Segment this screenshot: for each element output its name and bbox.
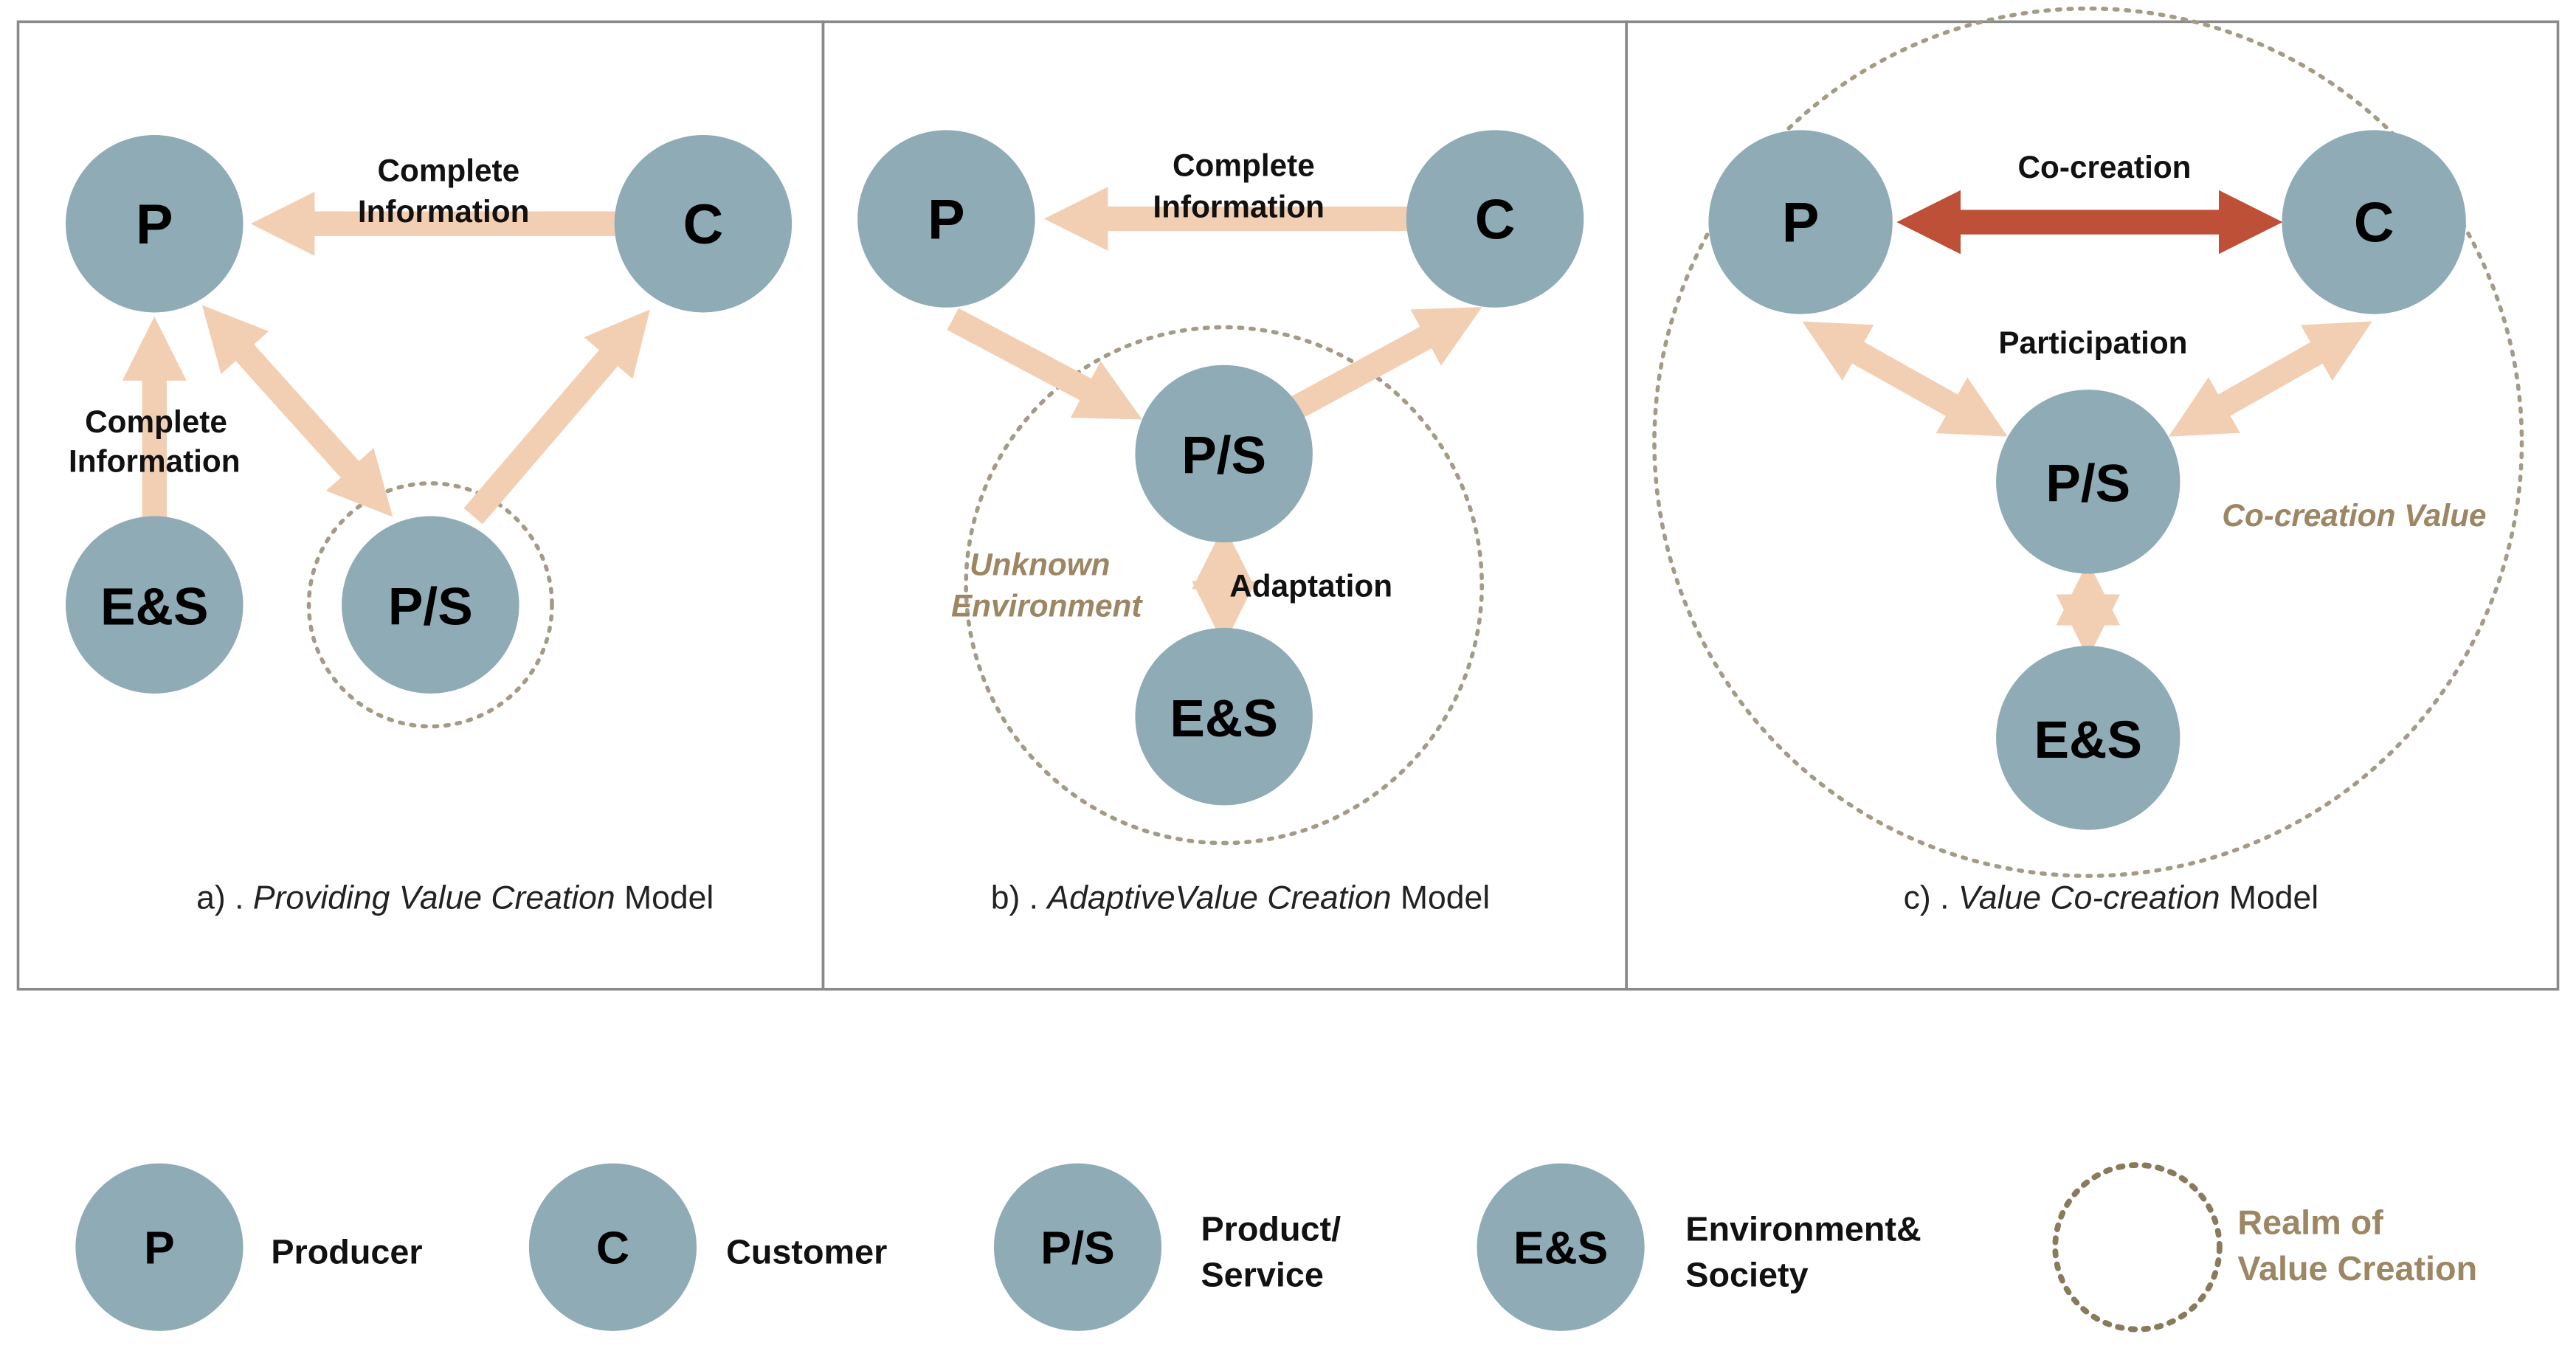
legend-environment-society-symbol (1477, 1163, 1645, 1331)
legend-item-producer: P Producer (75, 1163, 423, 1331)
panel-a-realm-circle (306, 481, 554, 729)
panel-b-realm-circle (964, 325, 1484, 846)
legend-item-realm: Realm of Value Creation (2052, 1162, 2477, 1333)
legend-product-service-label-line2: Service (1201, 1256, 1324, 1294)
panel-a-left-label-line2: Information (69, 443, 241, 478)
panel-b-node-product-service (1135, 364, 1313, 543)
panel-c-caption: c) . Value Co-creation Model (1904, 880, 2318, 916)
panel-b-caption-title: AdaptiveValue Creation (1045, 880, 1391, 916)
panel-c-cocreation-label: Co-creation (2018, 150, 2192, 184)
legend-realm-label-line2: Value Creation (2237, 1249, 2477, 1288)
panel-frames (16, 20, 2560, 991)
panel-b-node-environment-society (1135, 627, 1313, 806)
panel-c-caption-prefix: c) . (1904, 880, 1958, 916)
legend-environment-society-label-line1: Environment& (1685, 1209, 1921, 1248)
legend-customer-symbol-label: C (596, 1223, 629, 1274)
panel-a-caption-prefix: a) . (196, 880, 253, 916)
panel-a-caption-suffix: Model (615, 880, 714, 916)
panel-c-participation-label: Participation (1998, 325, 2187, 360)
panel-c-node-customer (2282, 130, 2466, 314)
legend-product-service-symbol-label: P/S (1040, 1223, 1114, 1274)
legend-item-customer: C Customer (528, 1163, 887, 1331)
panel-b-arrow-ps-to-c (1290, 307, 1482, 419)
panel-c-node-product-service (1996, 390, 2180, 574)
legend-producer-symbol (75, 1163, 244, 1331)
legend: P Producer C Customer P/S Product/ Servi… (75, 1162, 2477, 1333)
panel-a-top-label-line1: Complete (377, 153, 519, 187)
legend-producer-symbol-label: P (144, 1223, 175, 1274)
panel-c-arrow-p-ps (1802, 321, 2008, 437)
panel-c-caption-title: Value Co-creation (1958, 880, 2220, 916)
panel-a-arrow-ps-to-c (463, 309, 650, 525)
panel-c-caption-suffix: Model (2220, 880, 2319, 916)
panel-b-caption-prefix: b) . (991, 880, 1048, 916)
panel-c: P C P/S E&S Co-creation Participation Co… (1652, 6, 2524, 916)
panel-b-realm-label-line1: Unknown (970, 547, 1110, 582)
panel-a-node-c-label: C (683, 193, 724, 256)
panel-b-caption: b) . AdaptiveValue Creation Model (991, 880, 1490, 916)
panel-c-node-es-label: E&S (2034, 711, 2142, 770)
panel-b-node-producer (857, 130, 1035, 308)
legend-realm-symbol (2052, 1162, 2223, 1333)
legend-realm-label-line1: Realm of (2237, 1203, 2383, 1241)
panel-c-node-ps-label: P/S (2045, 455, 2130, 514)
panel-c-node-environment-society (1996, 646, 2180, 830)
panel-a-node-environment-society (66, 516, 244, 694)
panel-a-node-p-label: P (136, 193, 173, 256)
panel-a-arrow-p-ps (201, 305, 393, 517)
panel-a-top-label-line2: Information (358, 194, 530, 229)
panel-a-left-label-line1: Complete (85, 404, 227, 439)
panel-b-node-es-label: E&S (1170, 690, 1277, 748)
panel-c-arrow-ps-c (2168, 321, 2372, 437)
panel-c-realm-label: Co-creation Value (2222, 498, 2486, 533)
panel-b-adaptation-label: Adaptation (1229, 569, 1392, 604)
panel-b-top-label-line1: Complete (1173, 148, 1315, 183)
panel-a-node-customer (614, 135, 793, 313)
panel-a-caption-title: Providing Value Creation (253, 880, 615, 916)
legend-customer-symbol (528, 1163, 697, 1331)
panel-b-caption-suffix: Model (1392, 880, 1491, 916)
panel-a-node-ps-label: P/S (388, 578, 473, 636)
panel-b: P C P/S E&S Complete Information Adaptat… (857, 130, 1584, 916)
panel-a-caption: a) . Providing Value Creation Model (196, 880, 714, 916)
panel-b-node-ps-label: P/S (1181, 427, 1266, 486)
legend-environment-society-symbol-label: E&S (1513, 1223, 1608, 1274)
panel-c-frame (1625, 20, 2560, 991)
legend-item-environment-society: E&S Environment& Society (1477, 1163, 1921, 1331)
panel-c-node-c-label: C (2354, 192, 2394, 255)
legend-customer-label: Customer (726, 1233, 887, 1271)
panel-c-node-p-label: P (1782, 192, 1819, 255)
panel-a-node-product-service (342, 516, 519, 694)
panel-b-arrow-p-to-ps (947, 308, 1142, 420)
panel-a-node-producer (66, 135, 244, 313)
panel-b-node-c-label: C (1475, 188, 1516, 251)
panel-b-node-customer (1406, 130, 1584, 308)
panel-b-node-p-label: P (928, 188, 964, 251)
legend-item-product-service: P/S Product/ Service (993, 1163, 1341, 1331)
legend-producer-label: Producer (271, 1233, 422, 1271)
panel-a: P C E&S P/S Complete Information Complet… (66, 135, 793, 916)
panel-b-realm-label-line2: Environment (951, 588, 1143, 623)
panel-c-node-producer (1708, 130, 1893, 314)
legend-product-service-symbol (993, 1163, 1162, 1331)
legend-environment-society-label-line2: Society (1685, 1256, 1808, 1294)
panel-a-node-es-label: E&S (100, 578, 208, 636)
panel-c-realm-circle (1652, 6, 2524, 878)
legend-product-service-label-line1: Product/ (1201, 1209, 1341, 1248)
panel-b-top-label-line2: Information (1153, 189, 1325, 224)
